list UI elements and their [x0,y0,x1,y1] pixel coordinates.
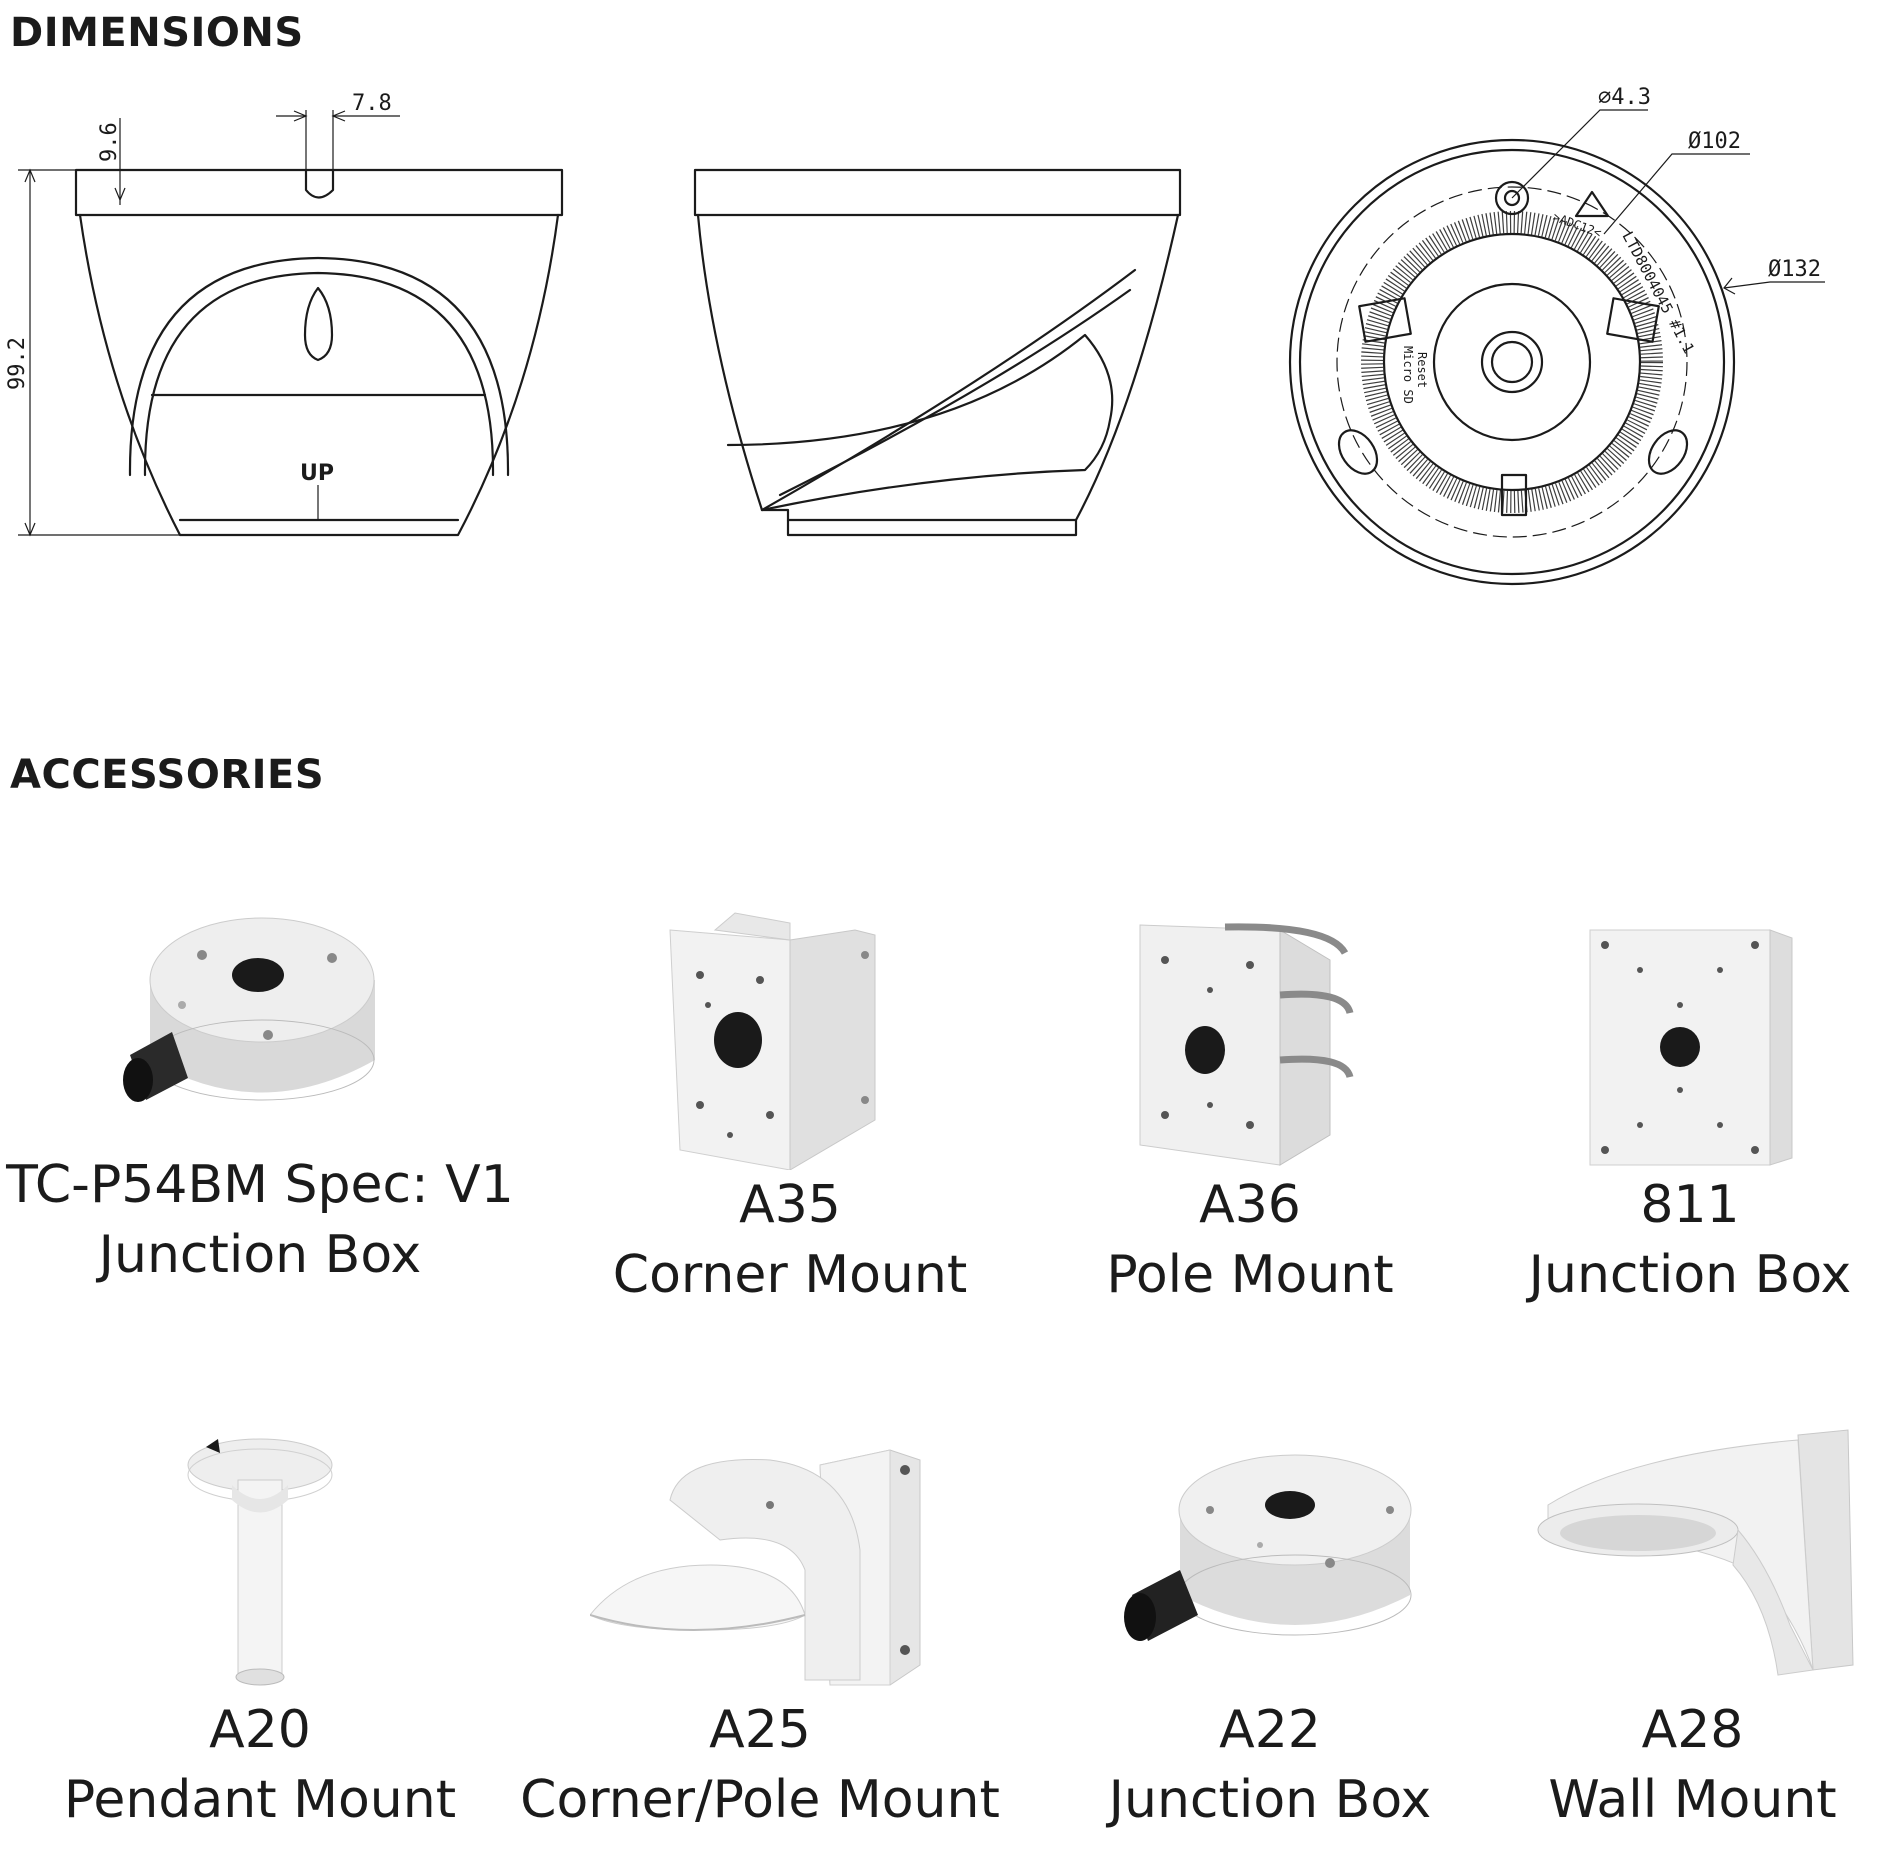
accessory-model: A20 [209,1700,311,1760]
accessory-model: A22 [1219,1700,1321,1760]
accessory-name: Junction Box [1108,1770,1432,1830]
accessory-model: A36 [1199,1175,1301,1235]
sd-marking: Micro SD [1401,346,1415,404]
accessory-name: Corner/Pole Mount [520,1770,1000,1830]
pendant-mount-icon [187,1438,333,1686]
junction-box-round-icon [123,917,375,1102]
front-view-drawing: 99.2 9.6 7.8 UP [5,91,564,537]
bottom-view-drawing: >ADC12< LTD8004045 #1.1 Reset Micro SD ⌀… [1288,85,1825,586]
corner-mount-icon [669,912,876,1171]
accessory-name: Pendant Mount [63,1770,457,1830]
top-dimension-label: 9.6 [97,122,122,162]
outer-diameter-label: Ø132 [1768,257,1821,282]
accessory-name: Junction Box [1528,1245,1852,1305]
accessory-pole-mount-a36: A36 Pole Mount [1055,905,1445,1310]
accessory-model: TC-P54BM Spec: V1 [6,1155,514,1215]
slot-dimension-label: 7.8 [352,91,392,116]
accessory-wall-mount-a28: A28 Wall Mount [1510,1425,1875,1835]
wall-mount-icon [1537,1429,1854,1676]
junction-box-round-icon [1124,1454,1412,1641]
accessory-corner-mount-a35: A35 Corner Mount [580,905,1000,1310]
accessory-junction-box-811: 811 Junction Box [1505,910,1875,1310]
side-view-drawing [693,168,1182,537]
brand-logo-mark: UP [300,461,334,486]
pole-mount-icon [1139,923,1354,1166]
accessory-name: Junction Box [98,1225,422,1285]
height-dimension-label: 99.2 [5,337,30,390]
hole-diameter-label: ⌀4.3 [1598,85,1651,110]
accessory-name: Wall Mount [1548,1770,1837,1830]
accessory-junction-box-a22: A22 Junction Box [1045,1445,1495,1835]
accessory-model: A28 [1641,1700,1744,1760]
accessory-junction-box-tc-p54bm: TC-P54BM Spec: V1 Junction Box [5,910,515,1290]
corner-pole-mount-icon [589,1449,921,1686]
dimensions-heading: DIMENSIONS [10,10,304,56]
accessory-name: Pole Mount [1106,1245,1394,1305]
reset-marking: Reset [1415,352,1429,388]
accessory-pendant-mount-a20: A20 Pendant Mount [40,1425,480,1835]
accessory-corner-pole-mount-a25: A25 Corner/Pole Mount [515,1440,1005,1835]
accessory-name: Corner Mount [612,1245,968,1305]
square-junction-box-icon [1589,929,1793,1166]
accessories-heading: ACCESSORIES [10,752,325,798]
inner-diameter-label: Ø102 [1688,129,1741,154]
accessory-model: A35 [739,1175,841,1235]
accessory-model: 811 [1640,1175,1740,1235]
accessory-model: A25 [709,1700,811,1760]
